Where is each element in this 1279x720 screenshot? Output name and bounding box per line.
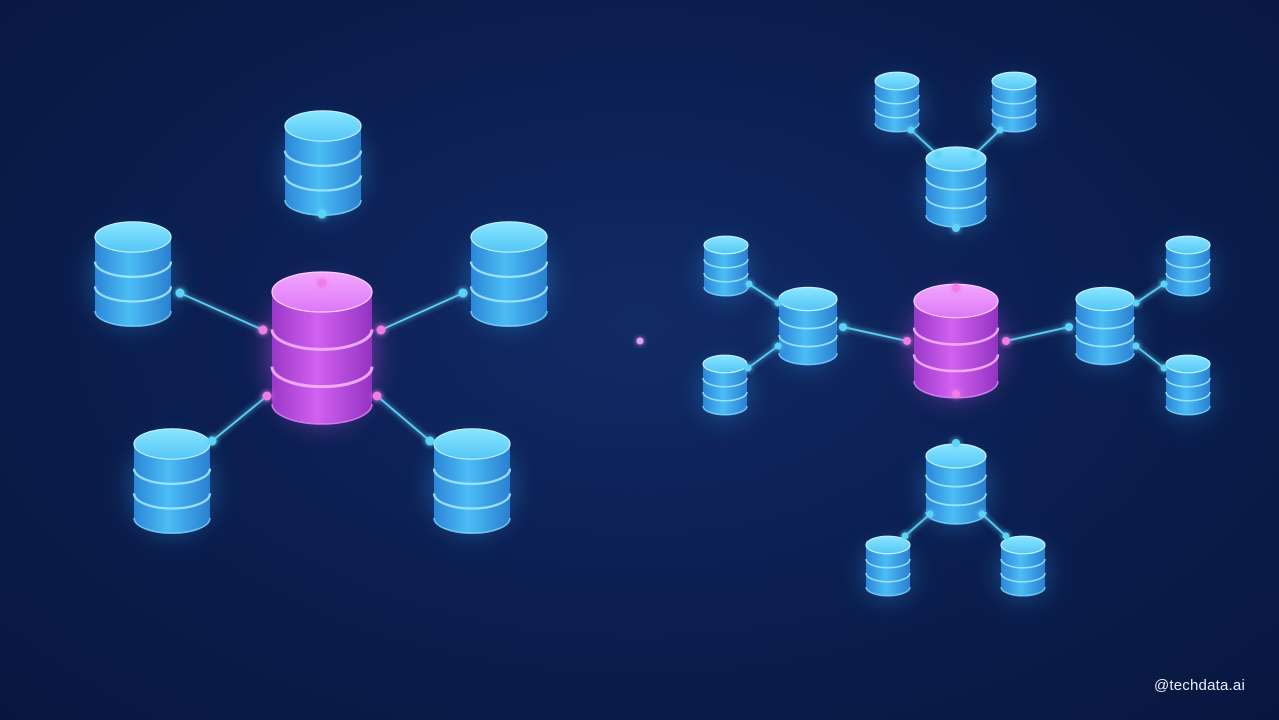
star-database-bottom-left bbox=[132, 428, 212, 534]
star-database-bottom-right-hub-port bbox=[372, 391, 382, 401]
tree-database-left bbox=[777, 286, 839, 366]
tree-leaf-right-top-link bbox=[1135, 283, 1165, 304]
tree-leaf-bottom-left-parent-port bbox=[926, 510, 934, 518]
tree-leaf-right-top-port bbox=[1160, 280, 1168, 288]
tree-database-bottom-hub-port bbox=[952, 390, 960, 398]
tree-leaf-left-bottom-parent-port bbox=[774, 342, 782, 350]
tree-leaf-bottom-left-link bbox=[904, 513, 931, 537]
star-database-left bbox=[93, 221, 173, 327]
tree-leaf-bottom-right-link bbox=[981, 513, 1007, 537]
tree-leaf-left-top-link bbox=[748, 283, 779, 304]
star-database-right-hub-port bbox=[376, 325, 386, 335]
tree-leaf-top-right-port bbox=[996, 126, 1004, 134]
tree-leaf-left-top-port bbox=[745, 280, 753, 288]
tree-database-right-link bbox=[1005, 326, 1070, 342]
tree-leaf-top-left-port bbox=[907, 126, 915, 134]
star-database-right-link bbox=[380, 292, 464, 331]
star-database-right bbox=[469, 221, 549, 327]
tree-database-bottom-port bbox=[952, 439, 960, 447]
tree-leaf-left-bottom-link bbox=[747, 345, 779, 369]
tree-leaf-right-bottom-link bbox=[1135, 345, 1165, 369]
star-database-top bbox=[283, 110, 363, 216]
star-database-bottom-left-link bbox=[211, 395, 268, 442]
tree-leaf-left-bottom bbox=[701, 354, 749, 418]
tree-leaf-right-bottom-port bbox=[1160, 364, 1168, 372]
tree-leaf-top-right-parent-port bbox=[970, 151, 978, 159]
tree-leaf-right-top-parent-port bbox=[1132, 299, 1140, 307]
star-database-bottom-right-port bbox=[425, 436, 435, 446]
tree-leaf-left-top-parent-port bbox=[774, 299, 782, 307]
tree-leaf-right-top bbox=[1164, 235, 1212, 299]
star-database-top-hub-port bbox=[317, 278, 327, 288]
star-database-bottom-left-port bbox=[207, 436, 217, 446]
tree-leaf-bottom-right bbox=[999, 535, 1047, 599]
tree-database-left-link bbox=[842, 326, 908, 342]
tree-leaf-top-right bbox=[990, 71, 1038, 135]
tree-database-left-port bbox=[839, 323, 847, 331]
tree-database-right-hub-port bbox=[1002, 337, 1010, 345]
star-database-bottom-left-hub-port bbox=[262, 391, 272, 401]
tree-database-top-port bbox=[952, 224, 960, 232]
tree-leaf-top-left bbox=[873, 71, 921, 135]
tree-database-right bbox=[1074, 286, 1136, 366]
tree-hub-database bbox=[911, 283, 1001, 399]
tree-leaf-bottom-left bbox=[864, 535, 912, 599]
star-database-top-port bbox=[317, 209, 327, 219]
watermark-handle: @techdata.ai bbox=[1153, 677, 1245, 694]
tree-leaf-bottom-left-port bbox=[901, 532, 909, 540]
star-database-bottom-right bbox=[432, 428, 512, 534]
tree-leaf-top-left-parent-port bbox=[934, 151, 942, 159]
tree-leaf-bottom-right-port bbox=[1002, 532, 1010, 540]
tree-database-right-port bbox=[1065, 323, 1073, 331]
tree-leaf-left-bottom-port bbox=[744, 364, 752, 372]
star-database-bottom-right-link bbox=[376, 395, 431, 442]
tree-database-bottom bbox=[924, 443, 988, 525]
divider-dot bbox=[636, 337, 644, 345]
tree-database-top-hub-port bbox=[952, 284, 960, 292]
tree-database-top bbox=[924, 146, 988, 228]
star-database-left-link bbox=[179, 292, 264, 331]
star-database-left-port bbox=[175, 288, 185, 298]
star-hub-database bbox=[269, 271, 375, 425]
tree-leaf-right-bottom-parent-port bbox=[1132, 342, 1140, 350]
tree-leaf-left-top bbox=[702, 235, 750, 299]
star-database-left-hub-port bbox=[258, 325, 268, 335]
tree-database-left-hub-port bbox=[903, 337, 911, 345]
star-database-right-port bbox=[458, 288, 468, 298]
tree-leaf-right-bottom bbox=[1164, 354, 1212, 418]
tree-leaf-bottom-right-parent-port bbox=[978, 510, 986, 518]
